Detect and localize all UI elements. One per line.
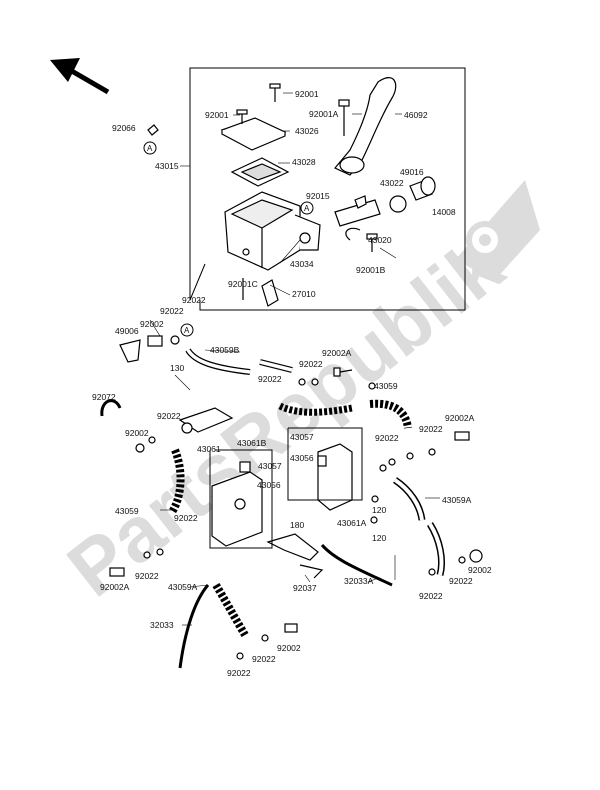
label-43061: 43061 xyxy=(197,444,221,454)
bracket-92037 xyxy=(266,533,324,579)
leader-lines xyxy=(149,92,440,626)
label-92037: 92037 xyxy=(293,583,317,593)
label-43020: 43020 xyxy=(368,235,392,245)
brake-switch xyxy=(261,279,279,307)
label-43056-a: 43056 xyxy=(290,453,314,463)
label-14008: 14008 xyxy=(432,207,456,217)
label-43059a-b: 43059A xyxy=(168,582,198,592)
master-cylinder-frame xyxy=(189,67,466,311)
screws xyxy=(147,83,378,300)
label-43057-a: 43057 xyxy=(290,432,314,442)
label-92022-j: 92022 xyxy=(449,576,473,586)
delay-valve xyxy=(211,461,263,547)
label-92022-i: 92022 xyxy=(135,571,159,581)
label-92001-top: 92001 xyxy=(295,89,319,99)
label-92002a-b: 92002A xyxy=(445,413,475,423)
gear-icon xyxy=(455,180,540,280)
label-43022: 43022 xyxy=(380,178,404,188)
bolts-and-washers xyxy=(109,367,483,660)
label-46092: 46092 xyxy=(404,110,428,120)
label-43026: 43026 xyxy=(295,126,319,136)
label-120-b: 120 xyxy=(372,533,386,543)
label-92002-d: 92002 xyxy=(277,643,301,653)
label-92022-a: 92022 xyxy=(182,295,206,305)
callout-a-mid: A xyxy=(300,201,314,215)
label-43034: 43034 xyxy=(290,259,314,269)
label-32033a: 32033A xyxy=(344,576,374,586)
label-92015: 92015 xyxy=(306,191,330,201)
label-92001b: 92001B xyxy=(356,265,386,275)
label-92002-c: 92002 xyxy=(468,565,492,575)
label-43028: 43028 xyxy=(292,157,316,167)
label-92022-k: 92022 xyxy=(419,591,443,601)
brake-hoses xyxy=(168,348,446,669)
label-49016: 49016 xyxy=(400,167,424,177)
label-92022-c: 92022 xyxy=(299,359,323,369)
label-92022-e: 92022 xyxy=(157,411,181,421)
label-43056-b: 43056 xyxy=(257,480,281,490)
piston-assembly xyxy=(334,176,436,241)
label-130: 130 xyxy=(170,363,184,373)
master-cylinder xyxy=(224,191,321,271)
callout-a-top: A xyxy=(143,141,157,155)
label-92022-b: 92022 xyxy=(160,306,184,316)
label-92022-m: 92022 xyxy=(227,668,251,678)
label-92022-h: 92022 xyxy=(174,513,198,523)
label-32033: 32033 xyxy=(150,620,174,630)
hose-joint-left xyxy=(178,407,234,434)
label-43059a-a: 43059A xyxy=(442,495,472,505)
label-92002a-a: 92002A xyxy=(322,348,352,358)
svg-text:A: A xyxy=(304,204,310,213)
label-92022-f: 92022 xyxy=(419,424,443,434)
valve-frame-right xyxy=(287,427,363,501)
label-92002a-c: 92002A xyxy=(100,582,130,592)
label-180: 180 xyxy=(290,520,304,530)
valve-frame-left xyxy=(209,449,273,549)
label-43059-b: 43059 xyxy=(115,506,139,516)
label-92002-a: 92002 xyxy=(140,319,164,329)
label-92066: 92066 xyxy=(112,123,136,133)
label-92022-d: 92022 xyxy=(258,374,282,384)
label-92001a: 92001A xyxy=(309,109,339,119)
label-120-a: 120 xyxy=(372,505,386,515)
svg-text:A: A xyxy=(147,144,153,153)
label-92001-left: 92001 xyxy=(205,110,229,120)
banjo-fitting-top xyxy=(100,335,180,417)
label-49006: 49006 xyxy=(115,326,139,336)
label-92072: 92072 xyxy=(92,392,116,402)
label-27010: 27010 xyxy=(292,289,316,299)
brake-lever xyxy=(334,77,397,176)
label-43015: 43015 xyxy=(155,161,179,171)
label-43061b: 43061B xyxy=(237,438,267,448)
part-labels: 92001 92001 92001A 46092 92066 43026 430… xyxy=(92,89,492,678)
label-92022-l: 92022 xyxy=(252,654,276,664)
label-92001c: 92001C xyxy=(228,279,258,289)
label-43057-b: 43057 xyxy=(258,461,282,471)
reservoir-cap xyxy=(220,117,287,151)
diaphragm xyxy=(230,157,290,187)
label-92002-b: 92002 xyxy=(125,428,149,438)
label-43059b: 43059B xyxy=(210,345,240,355)
label-43061a: 43061A xyxy=(337,518,367,528)
svg-text:A: A xyxy=(184,326,190,335)
label-92022-g: 92022 xyxy=(375,433,399,443)
label-43059-a: 43059 xyxy=(374,381,398,391)
direction-arrow-icon xyxy=(50,58,110,95)
callout-a-side: A xyxy=(180,323,194,337)
